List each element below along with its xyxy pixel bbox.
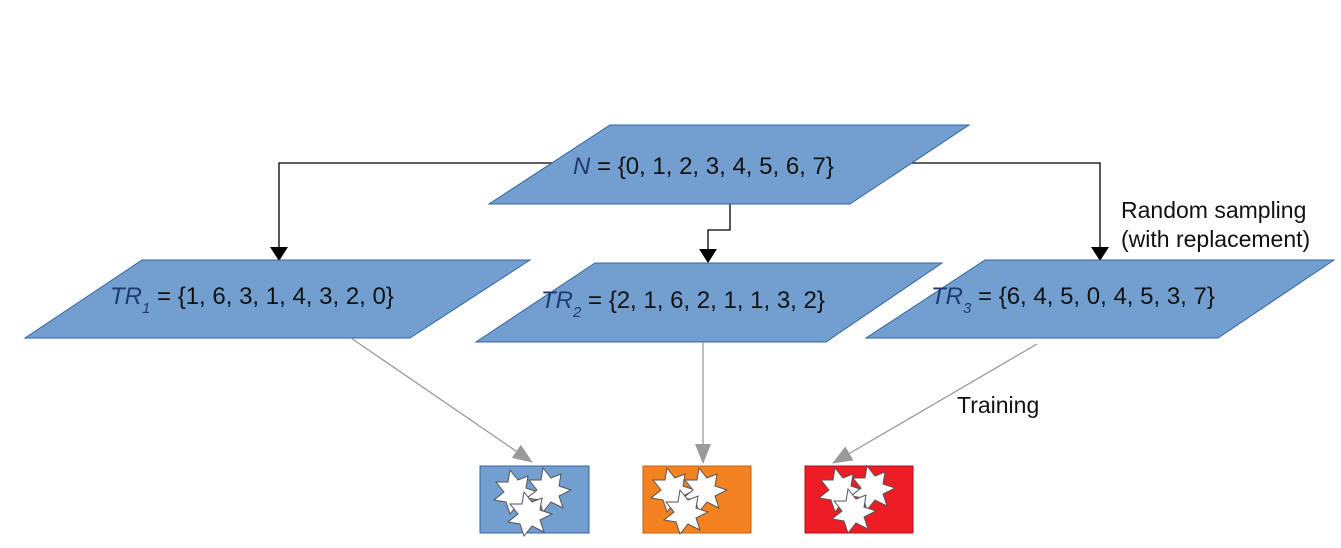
subset-2-shape bbox=[474, 262, 944, 343]
model-box-2 bbox=[642, 465, 752, 535]
training-arrow-1 bbox=[350, 337, 533, 463]
sampling-arrow-3 bbox=[880, 162, 1109, 261]
subset-2-values: = {2, 1, 6, 2, 1, 1, 3, 2} bbox=[581, 287, 825, 314]
sampling-arrow-1 bbox=[270, 162, 570, 261]
subset-3-values: = {6, 4, 5, 0, 4, 5, 3, 7} bbox=[971, 283, 1215, 310]
subset-3-shape bbox=[864, 259, 1336, 339]
subset-1-shape bbox=[23, 259, 532, 339]
source-var: N bbox=[573, 153, 591, 180]
source-set-label: N = {0, 1, 2, 3, 4, 5, 6, 7} bbox=[573, 153, 834, 180]
sampling-label-line1: Random sampling bbox=[1121, 197, 1306, 223]
source-set-values: = {0, 1, 2, 3, 4, 5, 6, 7} bbox=[590, 153, 834, 180]
sampling-label-line2: (with replacement) bbox=[1121, 226, 1310, 252]
subset-2-subscript: 2 bbox=[572, 304, 582, 321]
subset-2-label: TR2 = {2, 1, 6, 2, 1, 1, 3, 2} bbox=[541, 287, 825, 321]
subset-1-subscript: 1 bbox=[142, 300, 150, 317]
source-set-shape bbox=[487, 124, 971, 205]
sampling-arrow-2 bbox=[699, 204, 731, 263]
subset-2-var: TR bbox=[541, 287, 573, 314]
subset-3-subscript: 3 bbox=[963, 300, 972, 317]
subset-1-var: TR bbox=[110, 283, 142, 310]
subset-1-label: TR1 = {1, 6, 3, 1, 4, 3, 2, 0} bbox=[110, 283, 394, 317]
subset-3-label: TR3 = {6, 4, 5, 0, 4, 5, 3, 7} bbox=[931, 283, 1215, 317]
model-box-1 bbox=[479, 465, 590, 537]
model-box-3 bbox=[804, 465, 914, 534]
training-label: Training bbox=[957, 392, 1039, 418]
subset-3-var: TR bbox=[931, 283, 963, 310]
subset-1-values: = {1, 6, 3, 1, 4, 3, 2, 0} bbox=[150, 283, 394, 310]
training-arrow-3 bbox=[832, 343, 1038, 464]
